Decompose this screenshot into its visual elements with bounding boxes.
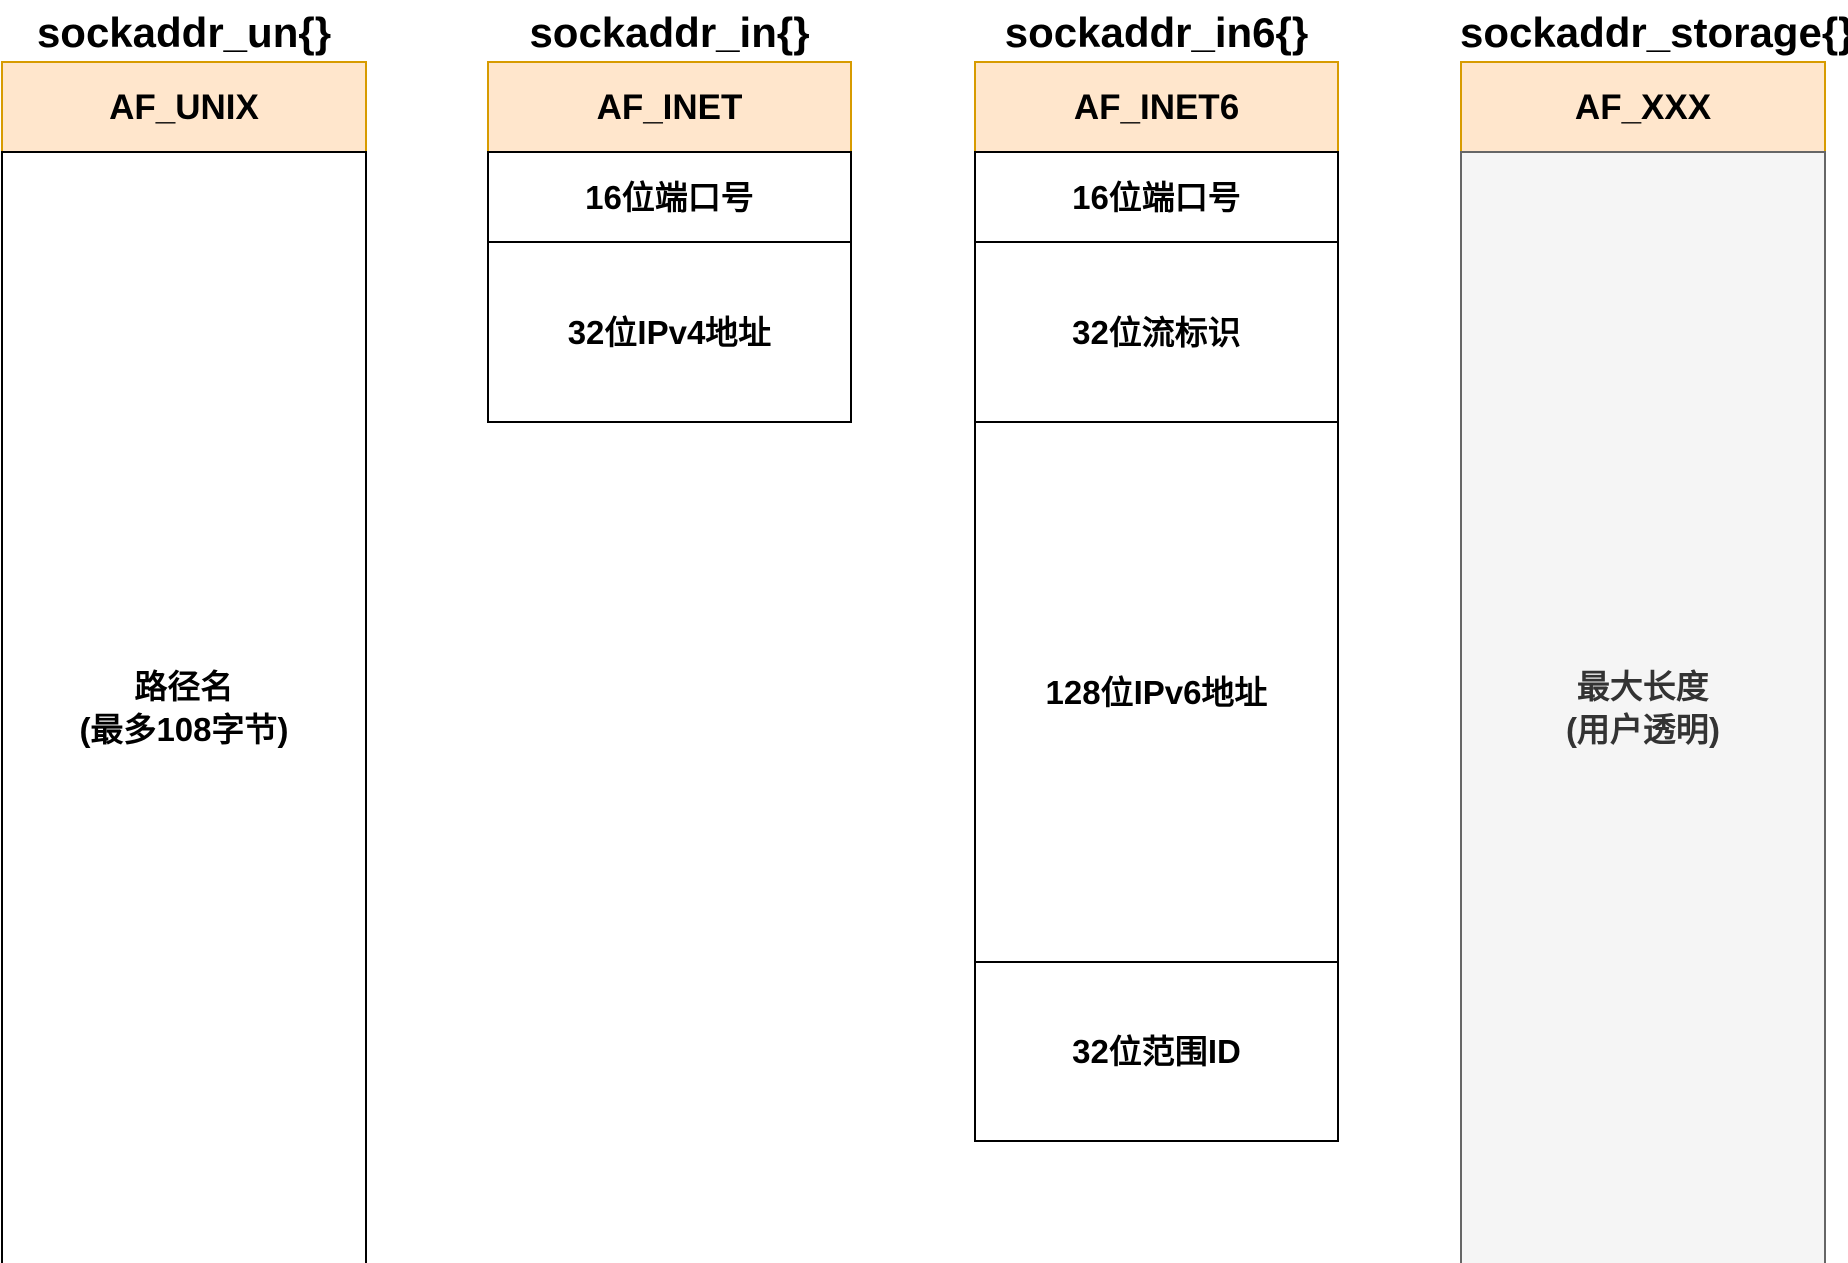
address-family-label: AF_INET xyxy=(596,87,743,127)
field-label-note: (用户透明) xyxy=(1566,711,1720,748)
field-ipv6-address: 128位IPv6地址 xyxy=(974,421,1339,963)
struct-title: sockaddr_un{} xyxy=(36,9,332,56)
field-path-name: 路径名 (最多108字节) xyxy=(1,151,367,1263)
field-label-note: (最多108字节) xyxy=(79,711,289,748)
field-port: 16位端口号 xyxy=(974,151,1339,243)
address-family-label: AF_XXX xyxy=(1574,87,1712,127)
field-label: 32位IPv4地址 xyxy=(567,313,772,351)
field-label: 32位流标识 xyxy=(1072,313,1241,351)
field-label: 最大长度 xyxy=(1577,668,1709,705)
address-family-box: AF_INET6 xyxy=(974,61,1339,153)
struct-title: sockaddr_in6{} xyxy=(1004,9,1309,56)
struct-title: sockaddr_storage{} xyxy=(1460,9,1848,56)
struct-sockaddr-un: sockaddr_un{} AF_UNIX 路径名 (最多108字节) xyxy=(1,0,367,1263)
field-label: 128位IPv6地址 xyxy=(1045,673,1268,711)
field-flow-info: 32位流标识 xyxy=(974,241,1339,423)
address-family-box: AF_UNIX xyxy=(1,61,367,153)
field-label: 16位端口号 xyxy=(1072,178,1241,216)
address-family-box: AF_XXX xyxy=(1460,61,1826,153)
struct-sockaddr-storage: sockaddr_storage{} AF_XXX 最大长度 (用户透明) xyxy=(1460,0,1848,1263)
address-family-label: AF_UNIX xyxy=(109,87,259,127)
field-label: 16位端口号 xyxy=(585,178,754,216)
struct-title: sockaddr_in{} xyxy=(529,9,810,56)
field-port: 16位端口号 xyxy=(487,151,852,243)
field-ipv4-address: 32位IPv4地址 xyxy=(487,241,852,423)
address-family-label: AF_INET6 xyxy=(1073,87,1240,127)
field-scope-id: 32位范围ID xyxy=(974,961,1339,1142)
field-label: 32位范围ID xyxy=(1072,1033,1241,1070)
struct-sockaddr-in6: sockaddr_in6{} AF_INET6 16位端口号 32位流标识 12… xyxy=(974,0,1339,1263)
struct-sockaddr-in: sockaddr_in{} AF_INET 16位端口号 32位IPv4地址 xyxy=(487,0,852,1263)
field-label: 路径名 xyxy=(134,668,234,705)
address-family-box: AF_INET xyxy=(487,61,852,153)
field-max-length: 最大长度 (用户透明) xyxy=(1460,151,1826,1263)
